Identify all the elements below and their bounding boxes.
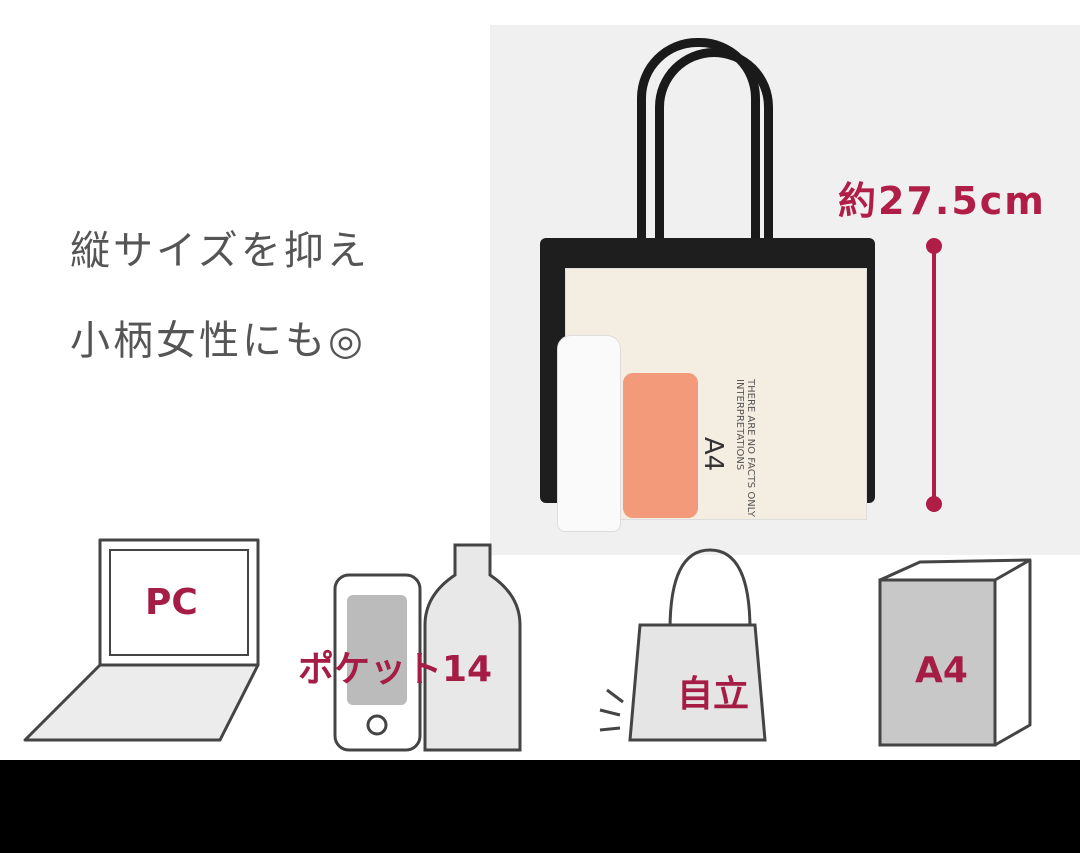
- water-bottle: [557, 335, 621, 532]
- bag-handle: [637, 38, 760, 257]
- measure-dot-top: [926, 238, 942, 254]
- standing-bag-icon: [599, 548, 767, 742]
- feature-label-pocket: ポケット14: [298, 649, 493, 690]
- feature-label-pc: PC: [145, 582, 198, 623]
- feature-label-a4: A4: [915, 650, 968, 691]
- height-measurement: 約27.5cm: [838, 179, 1046, 223]
- paper-a4-label: A4: [698, 436, 729, 472]
- measure-dot-bottom: [926, 496, 942, 512]
- feature-label-self-standing: 自立: [677, 674, 750, 715]
- bag-handle: [655, 48, 773, 257]
- laptop-icon: [23, 538, 260, 742]
- smartphone: [623, 373, 698, 518]
- phone-bottle-icon: [333, 543, 522, 752]
- paper-text: THERE ARE NO FACTS ONLY INTERPRETATIONS: [734, 379, 756, 518]
- headline-line-2: 小柄女性にも◎: [70, 318, 366, 364]
- a4-folder-icon: [878, 558, 1032, 747]
- bottom-black-bar: [0, 760, 1080, 853]
- measure-line: [932, 246, 936, 508]
- headline-line-1: 縦サイズを抑え: [70, 228, 370, 274]
